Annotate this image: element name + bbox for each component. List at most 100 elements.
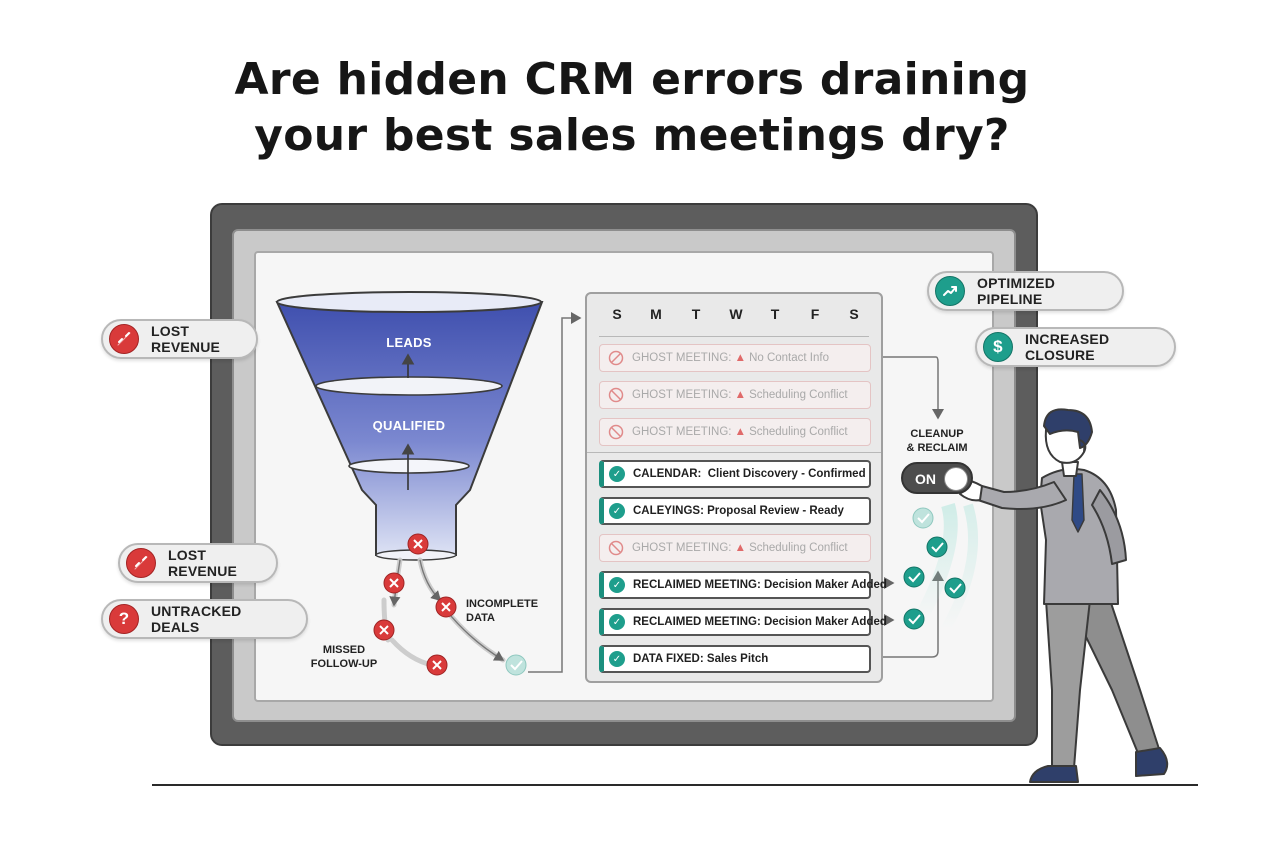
error-x-icon — [435, 596, 457, 618]
row-prefix: RECLAIMED MEETING: — [633, 616, 761, 628]
calendar-divider — [599, 336, 869, 337]
prohibited-icon — [608, 350, 624, 366]
lost-revenue-label: LOST REVENUE — [151, 323, 221, 355]
row-prefix: RECLAIMED MEETING: — [633, 579, 761, 591]
optimized-pipeline-label: OPTIMIZED PIPELINE — [977, 275, 1056, 307]
businessman-figure — [955, 408, 1169, 783]
row-prefix: GHOST MEETING: — [632, 389, 732, 401]
reclaimed-meeting-row[interactable]: ✓ RECLAIMED MEETING: Decision Maker Adde… — [599, 608, 887, 636]
incomplete-data-label: INCOMPLETE DATA — [466, 597, 556, 625]
row-prefix: GHOST MEETING: — [632, 352, 732, 364]
missed-follow-up-label: MISSED FOLLOW-UP — [304, 643, 384, 671]
reclaimed-meeting-row[interactable]: ✓ RECLAIMED MEETING: Decision Maker Adde… — [599, 571, 887, 599]
untracked-deals-badge: ? UNTRACKED DEALS — [101, 599, 308, 639]
headline: Are hidden CRM errors draining your best… — [0, 52, 1264, 164]
ghost-meeting-row[interactable]: GHOST MEETING: ▲Scheduling Conflict — [599, 381, 871, 409]
headline-line-2: your best sales meetings dry? — [254, 110, 1010, 161]
weekday-label: T — [770, 306, 780, 322]
weekday-label: S — [849, 306, 859, 322]
confirmed-meeting-row[interactable]: ✓ CALEYINGS: Proposal Review - Ready — [599, 497, 871, 525]
warning-icon: ▲ — [734, 352, 747, 364]
ghost-meeting-row[interactable]: GHOST MEETING: ▲No Contact Info — [599, 344, 871, 372]
check-icon: ✓ — [609, 503, 625, 519]
row-prefix: DATA FIXED: — [633, 653, 704, 665]
row-text: Decision Maker Added — [763, 616, 887, 628]
row-text: Scheduling Conflict — [749, 542, 848, 554]
error-x-icon — [373, 619, 395, 641]
confirmed-meeting-row[interactable]: ✓ CALENDAR: Client Discovery - Confirmed — [599, 460, 871, 488]
row-text: Decision Maker Added — [763, 579, 887, 591]
increased-closure-label: INCREASED CLOSURE — [1025, 331, 1110, 363]
check-icon — [903, 608, 925, 630]
prohibited-icon — [608, 424, 624, 440]
error-x-icon — [407, 533, 429, 555]
row-prefix: GHOST MEETING: — [632, 542, 732, 554]
lost-revenue-badge-bottom: LOST REVENUE — [118, 543, 278, 583]
meeting-calendar: S M T W T F S GHOST MEETING: ▲No Contact… — [585, 292, 887, 683]
cleanup-reclaim-toggle[interactable]: ON — [901, 462, 973, 494]
cleanup-caption-line-2: & RECLAIM — [906, 442, 968, 454]
row-prefix: GHOST MEETING: — [632, 426, 732, 438]
toggle-knob[interactable] — [944, 467, 968, 491]
warning-icon: ▲ — [734, 389, 747, 401]
check-icon: ✓ — [609, 577, 625, 593]
prohibited-icon — [608, 540, 624, 556]
missed-follow-up-line-1: MISSED — [322, 644, 366, 656]
prohibited-icon — [608, 387, 624, 403]
check-icon — [944, 577, 966, 599]
dollar-icon: $ — [983, 332, 1013, 362]
broken-link-icon — [126, 548, 156, 578]
cleanup-caption-line-1: CLEANUP — [910, 428, 964, 440]
connector-arrow — [528, 312, 582, 673]
headline-line-1: Are hidden CRM errors draining — [234, 54, 1030, 105]
check-icon — [912, 507, 934, 529]
success-markers — [903, 507, 966, 630]
warning-icon: ▲ — [734, 542, 747, 554]
weekday-label: W — [729, 306, 743, 322]
toggle-state-label: ON — [915, 471, 936, 487]
ghost-to-cleanup-arrow — [872, 356, 944, 420]
ghost-meeting-row[interactable]: GHOST MEETING: ▲Scheduling Conflict — [599, 418, 871, 446]
ghost-meeting-row[interactable]: GHOST MEETING: ▲Scheduling Conflict — [599, 534, 871, 562]
error-x-icon — [383, 572, 405, 594]
reclaim-glow — [913, 502, 958, 624]
row-text: Scheduling Conflict — [749, 426, 848, 438]
sales-funnel — [275, 291, 544, 561]
weekday-label: S — [612, 306, 622, 322]
row-prefix: CALEYINGS: — [633, 505, 704, 517]
error-markers — [373, 533, 457, 676]
increased-closure-badge: $ INCREASED CLOSURE — [975, 327, 1176, 367]
weekday-label: F — [810, 306, 820, 322]
question-icon: ? — [109, 604, 139, 634]
data-fixed-row[interactable]: ✓ DATA FIXED: Sales Pitch — [599, 645, 871, 673]
weekday-label: M — [650, 306, 662, 322]
check-icon: ✓ — [609, 466, 625, 482]
incomplete-data-line-1: INCOMPLETE — [466, 598, 539, 610]
optimized-pipeline-badge: OPTIMIZED PIPELINE — [927, 271, 1124, 311]
calendar-section-divider — [587, 452, 881, 453]
warning-icon: ▲ — [734, 426, 747, 438]
row-text: Client Discovery - Confirmed — [707, 468, 866, 480]
trend-up-icon — [935, 276, 965, 306]
lost-revenue-label: LOST REVENUE — [168, 547, 238, 579]
row-text: Proposal Review - Ready — [707, 505, 844, 517]
floor-line — [152, 784, 1198, 786]
missed-follow-up-line-2: FOLLOW-UP — [310, 658, 378, 670]
untracked-deals-label: UNTRACKED DEALS — [151, 603, 242, 635]
check-icon — [926, 536, 948, 558]
reclaim-glow — [940, 503, 978, 633]
weekday-label: T — [691, 306, 701, 322]
row-text: Sales Pitch — [706, 653, 769, 665]
check-icon — [903, 566, 925, 588]
lost-revenue-badge-top: LOST REVENUE — [101, 319, 258, 359]
check-icon: ✓ — [609, 651, 625, 667]
check-icon: ✓ — [609, 614, 625, 630]
cleanup-caption: CLEANUP & RECLAIM — [896, 427, 978, 455]
calendar-weekday-header: S M T W T F S — [587, 306, 881, 330]
incomplete-data-line-2: DATA — [466, 612, 495, 624]
row-prefix: CALENDAR: — [633, 468, 702, 480]
row-text: No Contact Info — [749, 352, 829, 364]
row-text: Scheduling Conflict — [749, 389, 848, 401]
error-x-icon — [426, 654, 448, 676]
